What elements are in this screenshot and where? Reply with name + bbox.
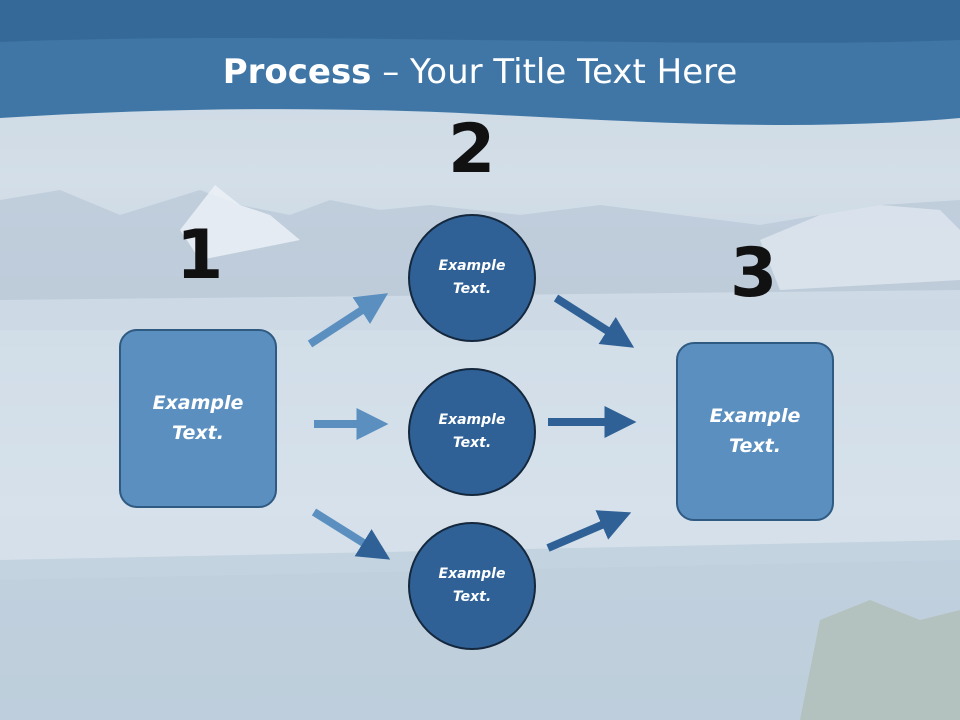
- title-bold: Process: [222, 52, 372, 92]
- slide-title: Process – Your Title Text Here: [0, 52, 960, 92]
- circle-bottom-text: Example Text.: [438, 565, 506, 605]
- arrow-bottom-to-right: [546, 510, 632, 552]
- right-box-text: Example Text.: [709, 405, 801, 457]
- step-number-3: 3: [730, 234, 778, 313]
- left-box: Example Text.: [119, 329, 277, 508]
- left-box-text: Example Text.: [152, 392, 244, 444]
- step-number-2: 2: [448, 110, 496, 189]
- right-box: Example Text.: [676, 342, 834, 521]
- arrow-left-to-top: [307, 293, 389, 348]
- circle-top-text: Example Text.: [438, 257, 506, 297]
- circle-middle: Example Text.: [408, 368, 536, 496]
- title-rest: – Your Title Text Here: [371, 52, 738, 92]
- step-number-1: 1: [176, 216, 224, 295]
- circle-middle-text: Example Text.: [438, 411, 506, 451]
- arrow-left-to-bottom: [311, 508, 391, 560]
- arrow-top-to-right: [553, 294, 635, 348]
- circle-bottom: Example Text.: [408, 522, 536, 650]
- circle-top: Example Text.: [408, 214, 536, 342]
